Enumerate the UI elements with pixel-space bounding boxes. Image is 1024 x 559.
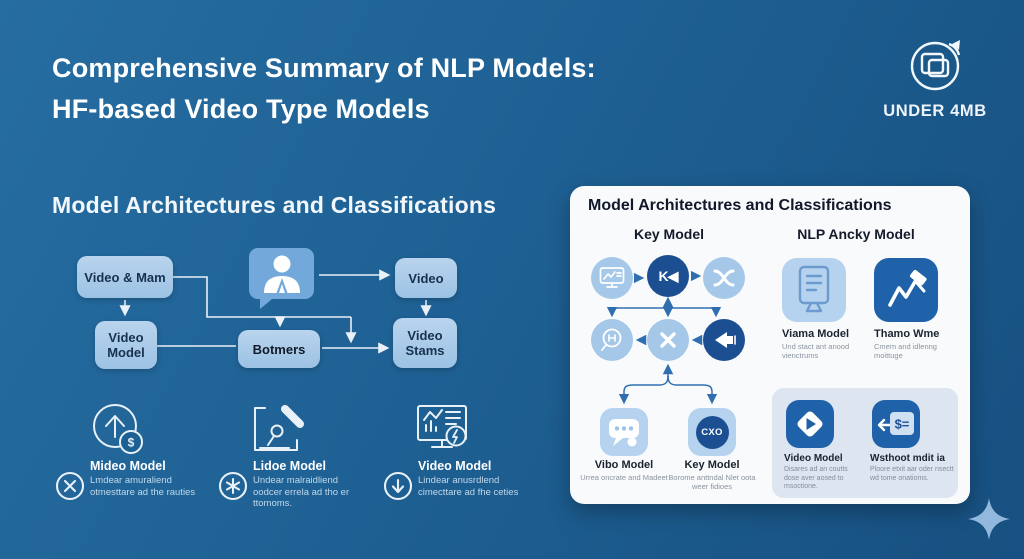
feature-desc: Undear malraidliend oodcer errela ad tho… [253,475,350,509]
tile-desc: Und stact ant anood vienctrums [782,342,850,360]
panel-label-wsthoot: Wsthoot mdit ia Ploore etxit aar oder ns… [870,453,954,483]
megaphone-icon [715,332,736,348]
feature-lidoe-model: Lidoe Model Undear malraidliend oodcer e… [218,400,376,518]
tile-video-model [786,400,834,448]
brand-logo [903,32,967,96]
column-header-nlp-ancky-model: NLP Ancky Model [797,226,915,242]
dollar-glyph: $ [128,436,135,450]
flow-node-video-mam: Video & Mam [77,256,173,298]
x-circle-icon [55,471,85,501]
key-diagram-arrows [606,270,722,405]
tile-label-key-model: Key Model Borome anttndal Nlet oota weer… [668,459,756,491]
architecture-card: Model Architectures and Classifications … [570,186,970,504]
column-header-key-model: Key Model [633,226,704,242]
x-shuffle-icon [660,332,676,348]
card-heading: Model Architectures and Classifications [588,197,892,214]
tile-vibo-model [600,408,648,456]
flowchart-arrows [119,269,432,354]
tile-desc: Borome anttndal Nlet oota weer fidioes [668,473,756,491]
crossing-curves-icon [713,269,735,287]
tile-wsthoot: $= [872,400,920,448]
feature-desc: Lmdear amuraliend otmesttare ad the raut… [90,475,196,498]
person-speech-bubble-icon [249,248,314,309]
chat-bubble-icon [609,419,639,447]
asterisk-circle-icon [218,471,248,501]
tile-title: Thamo Wme [874,328,940,340]
recycle-squares-icon [910,40,961,91]
node-knot [703,257,745,299]
play-diamond-icon [797,411,823,437]
monitor-mini-icon [599,267,625,288]
cxo-glyph: CXO [701,426,723,438]
kiosk-icon [798,265,830,313]
node-shuffle [647,319,689,361]
node-megaphone [703,319,745,361]
node-monitor [591,257,633,299]
down-arrow-circle-icon [383,471,413,501]
tile-thamo-wme [874,258,938,322]
feature-title: Lidoe Model [253,459,326,473]
chart-gavel-icon [888,269,927,307]
k-model-glyph: K◀ [658,267,679,284]
flow-node-video-stams: Video Stams [393,318,457,368]
tile-title: Viama Model [782,328,850,340]
tile-key-model: CXO [688,408,736,456]
magnifier-h-icon [601,328,622,351]
feature-title: Video Model [418,459,492,473]
left-section-heading: Model Architectures and Classifications [52,192,497,218]
flow-node-botmers: Botmers [238,330,320,368]
tile-label-viama-model: Viama Model Und stact ant anood vienctru… [782,328,868,360]
microphone-frame-icon [254,405,304,451]
tile-desc: Ploore etxit aar oder nsectt wd tome ona… [870,466,954,482]
node-magnifier [591,319,633,361]
panel-label-video-model: Video Model Disares ad an coutts dose av… [784,453,864,492]
tile-title: Video Model [784,453,843,464]
tile-desc: Urrea oncrate and Madeet [580,473,668,482]
flow-node-video-model: Video Model [95,321,157,369]
dollar-card-arrow-icon: $= [877,412,914,435]
tile-title: Key Model [684,459,740,471]
tile-viama-model [782,258,846,322]
node-k-model: K◀ [647,255,689,297]
page-title: Comprehensive Summary of NLP Models: HF-… [52,48,692,130]
title-line-2: HF-based Video Type Models [52,94,430,124]
tile-title: Vibo Model [594,459,654,471]
upload-dollar-icon: $ [93,404,143,454]
flowchart: Video & Mam Video Model Botmers Video Vi… [55,245,475,385]
tile-desc: Disares ad an coutts dose aver aosed to … [784,466,848,490]
flow-node-video: Video [395,258,457,298]
tile-label-vibo-model: Vibo Model Urrea oncrate and Madeet [580,459,668,482]
cxo-badge-icon: CXO [695,415,729,449]
tile-label-thamo-wme: Thamo Wme Cmem and idlenng moittuge [874,328,960,360]
tile-desc: Cmem and idlenng moittuge [874,342,937,360]
feature-mideo-model: $ Mideo Model Lmdear amuraliend otmestta… [55,400,213,518]
feature-desc: Lindear anusrdlend cimecttare ad fhe cet… [418,475,519,498]
logo-caption: UNDER 4MB [883,102,987,120]
feature-video-model: Video Model Lindear anusrdlend cimecttar… [383,400,541,518]
dollar-eq-glyph: $= [895,417,910,432]
feature-title: Mideo Model [90,459,166,473]
monitor-chart-icon [417,405,467,448]
sparkle-icon [968,498,1010,540]
tile-title: Wsthoot mdit ia [870,453,945,464]
title-line-1: Comprehensive Summary of NLP Models: [52,53,596,83]
